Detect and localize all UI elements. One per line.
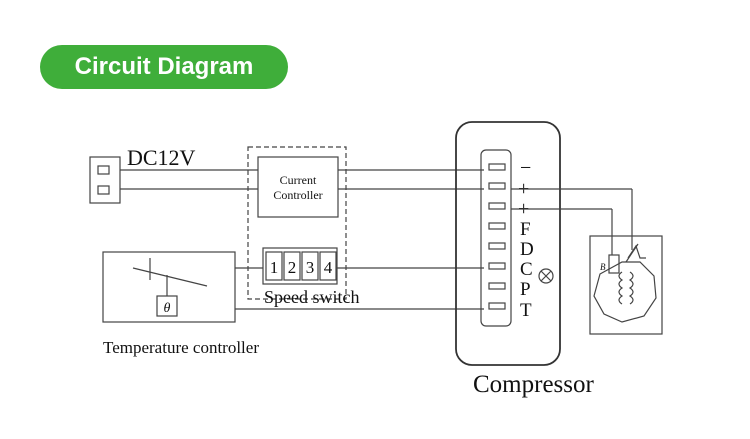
svg-text:B: B: [600, 262, 606, 272]
terminal-label-d: D: [520, 239, 534, 260]
speed-switch: 1 2 3 4: [262, 247, 338, 285]
indicator-lamp-icon: [538, 268, 554, 284]
speed-switch-position-1: 1: [270, 258, 279, 277]
terminal-label-f: F: [520, 219, 531, 240]
speed-switch-position-3: 3: [306, 258, 315, 277]
current-controller-label-line1: Current: [280, 173, 317, 187]
terminal-label-t: T: [520, 300, 532, 321]
compressor-terminals: [488, 163, 506, 310]
speed-switch-position-4: 4: [324, 258, 333, 277]
controller-enclosure: [247, 146, 347, 300]
dc12v-label: DC12V: [127, 145, 196, 170]
temperature-controller-label: Temperature controller: [103, 338, 259, 357]
compressor-motor: B: [589, 235, 663, 335]
page-title: Circuit Diagram: [40, 45, 288, 89]
speed-switch-label: Speed switch: [264, 287, 359, 307]
compressor-body: [455, 121, 561, 366]
terminal-label-minus: −: [520, 157, 531, 179]
compressor-label: Compressor: [473, 371, 595, 398]
current-controller-label-line2: Controller: [273, 188, 322, 202]
speed-switch-position-2: 2: [288, 258, 297, 277]
temperature-controller: θ: [102, 251, 236, 323]
current-controller: Current Controller: [257, 156, 339, 218]
terminal-label-p: P: [520, 279, 531, 300]
dc-power-socket: [89, 156, 121, 204]
thermostat-symbol: θ: [164, 301, 171, 316]
terminal-label-c: C: [520, 259, 533, 280]
